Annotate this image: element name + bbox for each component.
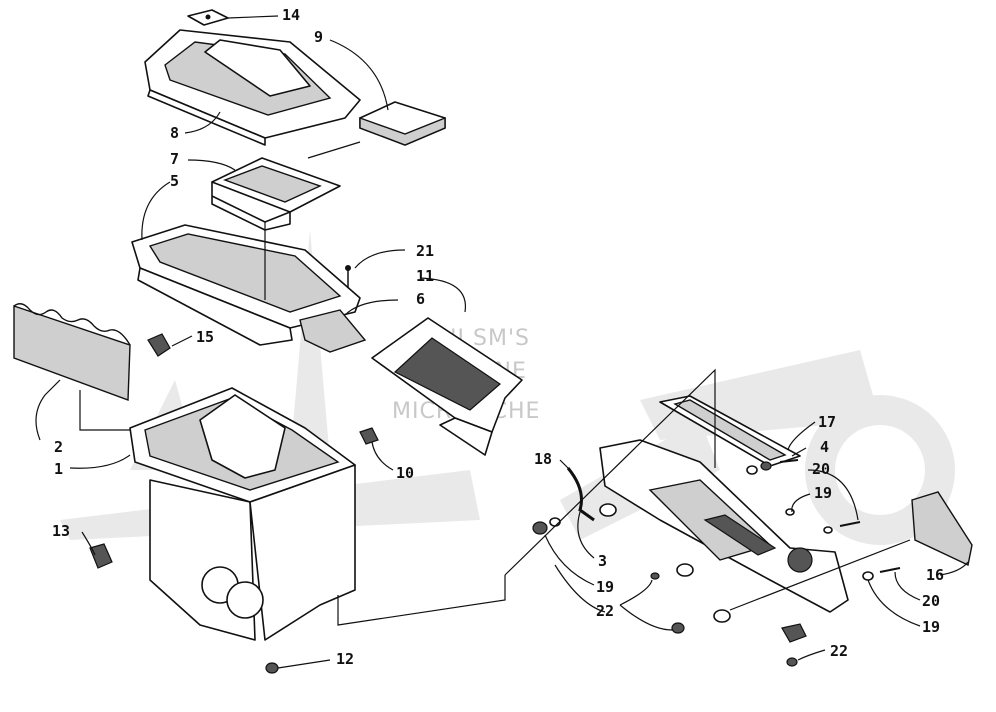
callout-19-top: 19 (814, 484, 832, 502)
callout-6: 6 (416, 290, 425, 308)
callout-labels: 14 9 8 7 5 21 11 6 15 2 1 10 13 12 17 4 … (52, 6, 944, 668)
callout-22-bottom: 22 (830, 642, 848, 660)
part-16-end-foam (911, 491, 973, 567)
part-8-top-cover (144, 29, 361, 146)
callout-8: 8 (170, 124, 179, 142)
part-14-cap (187, 9, 229, 26)
callout-15: 15 (196, 328, 214, 346)
callout-16: 16 (926, 566, 944, 584)
part-2-foam (13, 303, 131, 401)
callout-1: 1 (54, 460, 63, 478)
part-10-bolt (359, 427, 379, 445)
callout-21: 21 (416, 242, 434, 260)
part-12-plug (265, 662, 279, 674)
callout-19-mid: 19 (596, 578, 614, 596)
leader-lines (35, 15, 969, 669)
callout-4: 4 (820, 438, 829, 456)
part-18-pipe (566, 467, 595, 522)
callout-20-top: 20 (812, 460, 830, 478)
callout-10: 10 (396, 464, 414, 482)
part-21-screw (345, 265, 351, 288)
callout-13: 13 (52, 522, 70, 540)
callout-17: 17 (818, 413, 836, 431)
callout-20-bottom: 20 (922, 592, 940, 610)
callout-3: 3 (598, 552, 607, 570)
callout-22-mid: 22 (596, 602, 614, 620)
part-13-clip (89, 543, 113, 569)
part-7-baffle (211, 157, 341, 231)
callout-18: 18 (534, 450, 552, 468)
callout-7: 7 (170, 150, 179, 168)
part-6-snorkel (299, 309, 367, 353)
part-11-duct (371, 317, 523, 456)
part-9-filter (359, 101, 446, 146)
callout-19-bottom: 19 (922, 618, 940, 636)
part-17-plate (659, 395, 801, 467)
callout-9: 9 (314, 28, 323, 46)
callout-2: 2 (54, 438, 63, 456)
part-5-tray (131, 224, 361, 346)
callout-12: 12 (336, 650, 354, 668)
part-15-fitting (147, 333, 171, 357)
callout-5: 5 (170, 172, 179, 190)
callout-14: 14 (282, 6, 300, 24)
part-1-airbox (129, 387, 356, 641)
callout-11: 11 (416, 267, 434, 285)
silencer-assembly (599, 439, 849, 613)
